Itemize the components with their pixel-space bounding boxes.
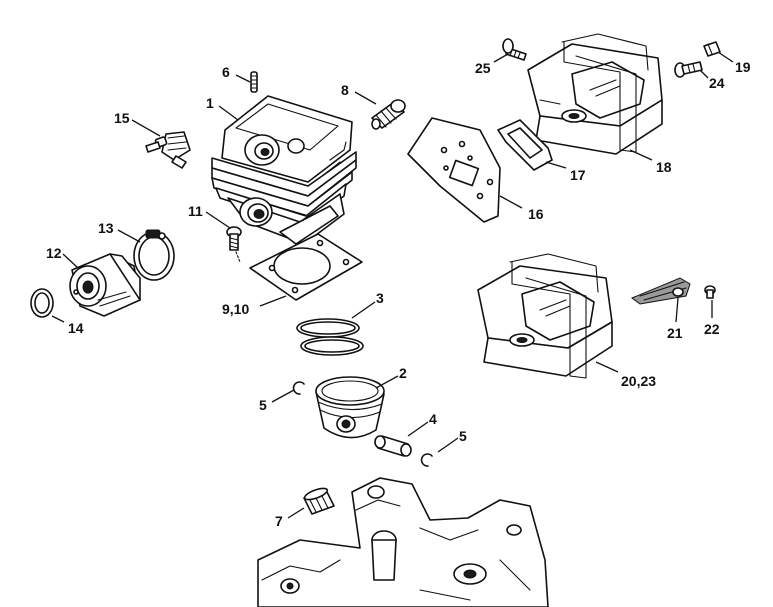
label-6: 6 [222, 64, 230, 80]
part-14-ring[interactable] [30, 288, 54, 318]
label-15: 15 [114, 110, 130, 126]
part-8-decompression-valve[interactable] [371, 99, 406, 130]
part-1-cylinder[interactable] [211, 95, 357, 251]
label-5-right: 5 [459, 428, 467, 444]
part-25-screw[interactable] [502, 38, 527, 61]
part-13-hose-clamp[interactable] [133, 229, 175, 281]
part-16-heat-shield[interactable] [407, 117, 501, 223]
label-22: 22 [704, 321, 720, 337]
part-15-spark-plug[interactable] [145, 131, 191, 169]
label-20-23: 20,23 [621, 373, 656, 389]
part-5-circlip-left[interactable] [292, 381, 305, 395]
part-3-piston-rings[interactable] [296, 318, 364, 356]
part-17-exhaust-gasket[interactable] [497, 119, 553, 171]
label-3: 3 [376, 290, 384, 306]
label-18: 18 [656, 159, 672, 175]
callout-labels: 6 1 8 15 11 13 12 14 9,10 3 2 5 4 5 7 25… [46, 59, 751, 529]
part-4-piston-pin[interactable] [374, 435, 412, 457]
label-7: 7 [275, 513, 283, 529]
part-6-stud[interactable] [250, 71, 258, 93]
part-11-screw[interactable] [226, 226, 242, 263]
label-16: 16 [528, 206, 544, 222]
part-18-muffler[interactable] [527, 33, 663, 155]
label-19: 19 [735, 59, 751, 75]
label-8: 8 [341, 82, 349, 98]
label-24: 24 [709, 75, 725, 91]
part-19-nut[interactable] [703, 41, 721, 57]
label-21: 21 [667, 325, 683, 341]
part-5-circlip-right[interactable] [420, 453, 433, 467]
label-11: 11 [188, 203, 203, 219]
label-17: 17 [570, 167, 586, 183]
label-5-left: 5 [259, 397, 267, 413]
leader-lines [51, 51, 734, 519]
part-20-23-muffler[interactable] [477, 253, 613, 379]
crankcase [257, 477, 549, 607]
label-14: 14 [68, 320, 84, 336]
label-25: 25 [475, 60, 491, 76]
part-21-deflector[interactable] [631, 277, 691, 305]
label-13: 13 [98, 220, 114, 236]
part-9-10-base-gasket[interactable] [249, 233, 363, 301]
label-1: 1 [206, 95, 214, 111]
label-9-10: 9,10 [222, 301, 249, 317]
part-2-piston[interactable] [315, 376, 385, 439]
part-24-screw[interactable] [674, 61, 703, 78]
part-12-intake-manifold[interactable] [69, 253, 141, 317]
label-12: 12 [46, 245, 62, 261]
label-4: 4 [429, 411, 437, 427]
part-22-screw[interactable] [704, 285, 716, 299]
label-2: 2 [399, 365, 407, 381]
part-7-needle-cage[interactable] [303, 486, 335, 515]
